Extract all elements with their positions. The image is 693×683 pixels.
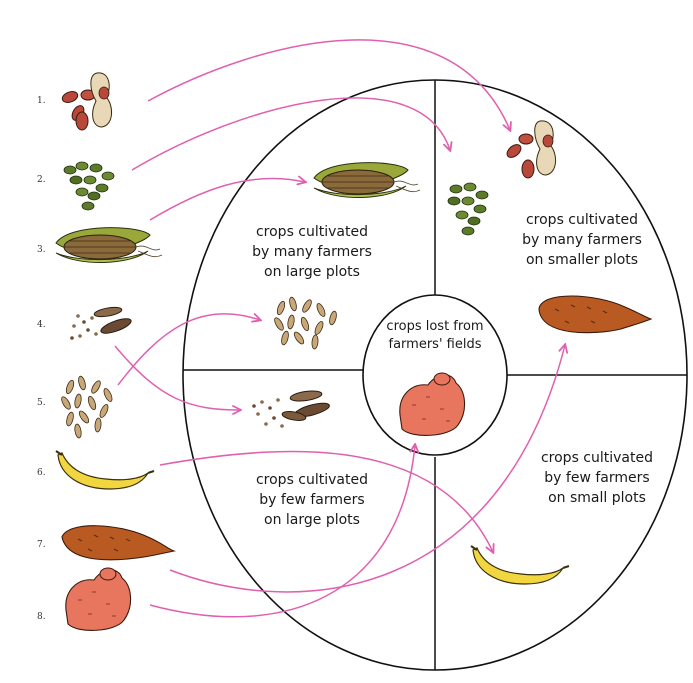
oat-grain-icon bbox=[60, 375, 114, 438]
mung-bean-icon bbox=[64, 162, 114, 210]
label-few-farmers-small-plots: crops cultivated by few farmers on small… bbox=[527, 448, 667, 508]
arrow-oat bbox=[118, 314, 260, 385]
peanut-icon bbox=[61, 73, 112, 130]
maize-cob-icon bbox=[56, 228, 162, 263]
banana-bottom-right-icon bbox=[471, 546, 569, 584]
crop-number-7: 7. bbox=[37, 540, 46, 550]
banana-icon bbox=[56, 451, 154, 489]
arrow-sorghum bbox=[115, 346, 240, 410]
maize-top-left-icon bbox=[314, 163, 420, 198]
peanut-top-right-icon bbox=[505, 121, 556, 178]
taro-root-icon bbox=[66, 568, 131, 630]
label-few-farmers-large-plots: crops cultivated by few farmers on large… bbox=[237, 470, 387, 530]
crop-number-2: 2. bbox=[37, 175, 46, 185]
sweet-potato-top-right-icon bbox=[539, 296, 651, 333]
crop-number-3: 3. bbox=[37, 245, 46, 255]
sweet-potato-icon bbox=[62, 526, 174, 560]
crop-number-1: 1. bbox=[37, 96, 46, 106]
crop-number-5: 5. bbox=[37, 398, 46, 408]
oat-top-left-icon bbox=[273, 296, 338, 349]
label-crops-lost: crops lost from farmers' fields bbox=[370, 318, 500, 354]
sorghum-grain-icon bbox=[70, 306, 133, 340]
crop-number-8: 8. bbox=[37, 612, 46, 622]
mung-bean-top-right-icon bbox=[448, 183, 488, 235]
quadrant-frame bbox=[183, 80, 687, 670]
label-many-farmers-large-plots: crops cultivated by many farmers on larg… bbox=[237, 222, 387, 282]
arrow-peanut bbox=[148, 40, 510, 130]
label-many-farmers-smaller-plots: crops cultivated by many farmers on smal… bbox=[507, 210, 657, 270]
arrow-bean bbox=[132, 98, 450, 170]
crop-number-4: 4. bbox=[37, 320, 46, 330]
sorghum-bottom-left-icon bbox=[252, 389, 330, 427]
crop-number-6: 6. bbox=[37, 468, 46, 478]
arrow-maize bbox=[150, 178, 305, 220]
